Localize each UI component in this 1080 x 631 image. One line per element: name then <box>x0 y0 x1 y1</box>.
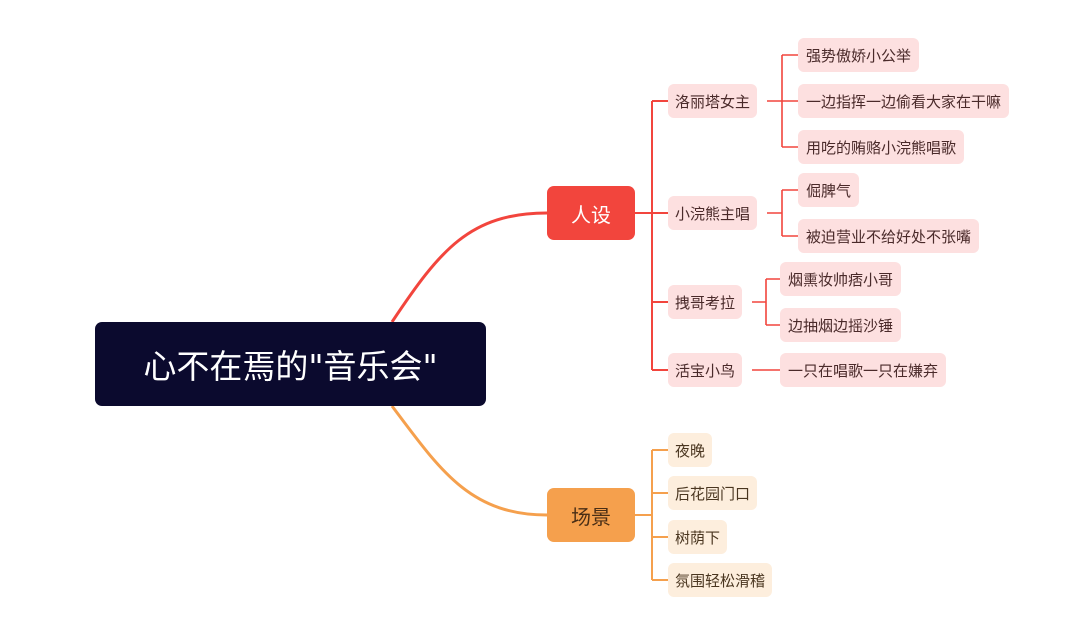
leaf-luolita-1[interactable]: 强势傲娇小公举 <box>798 38 920 72</box>
leaf-zhuaige-1[interactable]: 烟熏妆帅痞小哥 <box>780 262 902 296</box>
leaf-huobao-1[interactable]: 一只在唱歌一只在嫌弃 <box>780 353 947 387</box>
leaf-luolita-3[interactable]: 用吃的贿赂小浣熊唱歌 <box>798 130 965 164</box>
link-renshe-bracket <box>635 100 668 371</box>
link-luolita-leaves <box>767 54 798 148</box>
leaf-xiaohuanxiong-1[interactable]: 倔脾气 <box>798 173 860 207</box>
link-xiaohuanxiong-leaves <box>767 189 798 237</box>
leaf-xiaohuanxiong-2[interactable]: 被迫营业不给好处不张嘴 <box>798 219 980 253</box>
branch-renshe[interactable]: 人设 <box>547 186 635 240</box>
subtopic-huobao[interactable]: 活宝小鸟 <box>668 353 743 387</box>
subtopic-luolita[interactable]: 洛丽塔女主 <box>668 84 758 118</box>
leaf-zhuaige-2[interactable]: 边抽烟边摇沙锤 <box>780 308 902 342</box>
link-zhuaige-leaves <box>752 278 780 326</box>
subtopic-zhuaige[interactable]: 拽哥考拉 <box>668 285 743 319</box>
subtopic-yewan[interactable]: 夜晚 <box>668 433 713 467</box>
link-changjing-bracket <box>635 449 668 581</box>
subtopic-xiaohuanxiong[interactable]: 小浣熊主唱 <box>668 196 758 230</box>
root-topic[interactable]: 心不在焉的"音乐会" <box>95 322 486 406</box>
link-root-changjing <box>390 405 548 517</box>
subtopic-houhuayuan[interactable]: 后花园门口 <box>668 476 758 510</box>
branch-changjing[interactable]: 场景 <box>547 488 635 542</box>
subtopic-shuyinxia[interactable]: 树荫下 <box>668 520 728 554</box>
subtopic-fenwei[interactable]: 氛围轻松滑稽 <box>668 563 773 597</box>
leaf-luolita-2[interactable]: 一边指挥一边偷看大家在干嘛 <box>798 84 1010 118</box>
link-root-renshe <box>390 211 548 323</box>
